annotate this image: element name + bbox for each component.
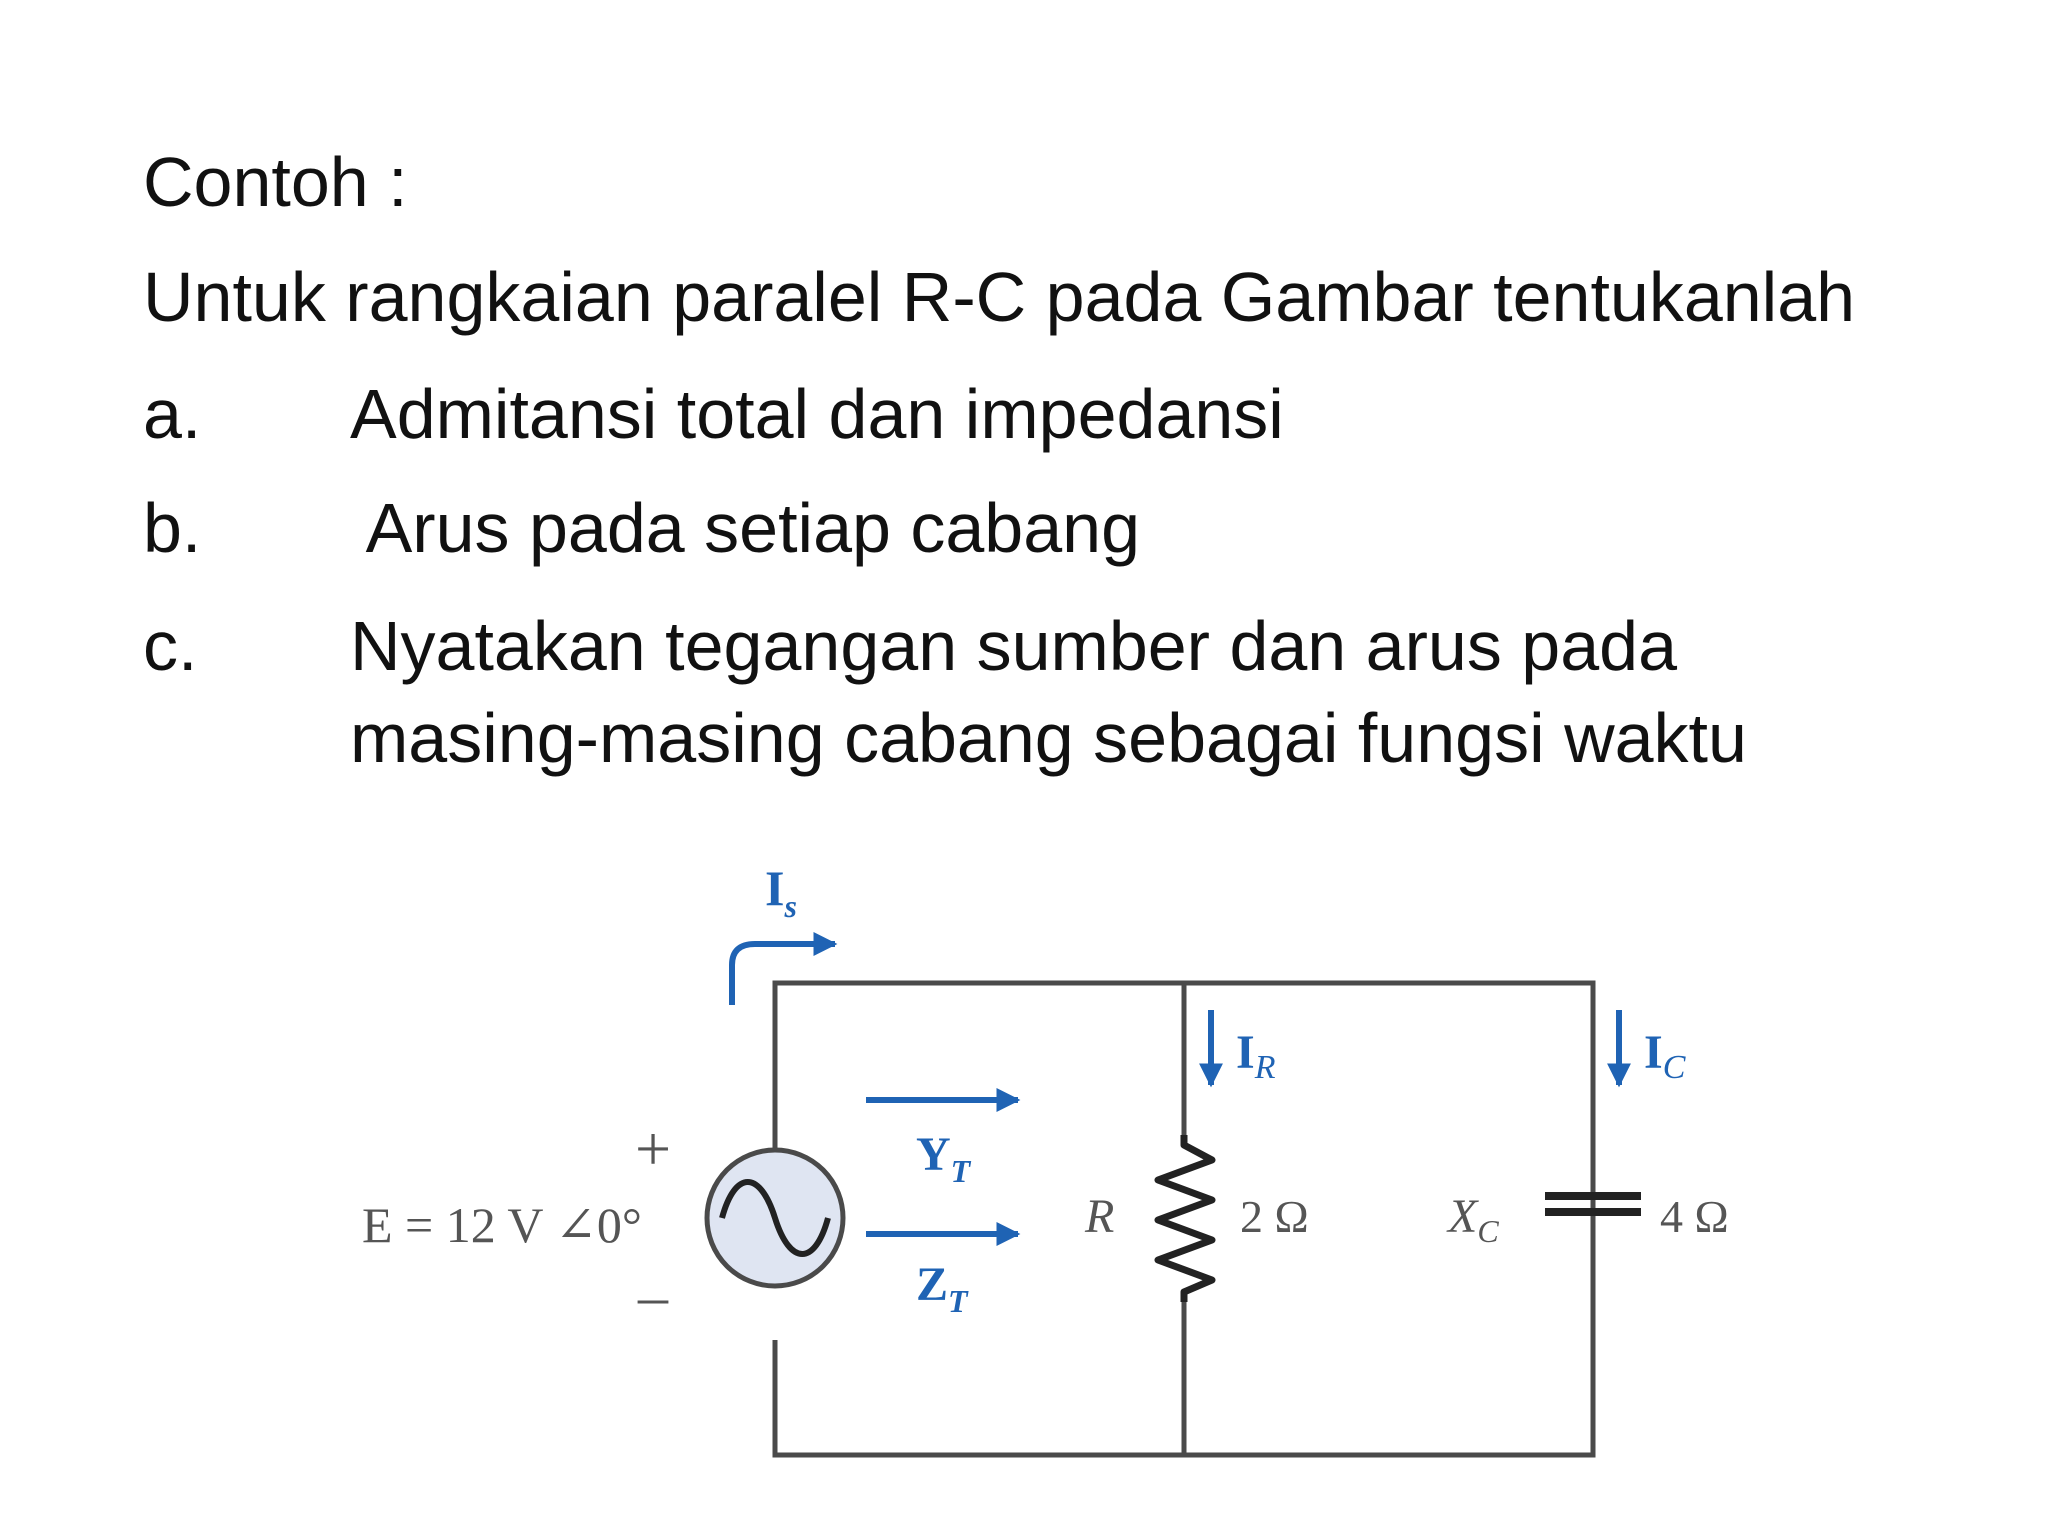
list-marker: c.: [143, 607, 198, 685]
reactance-value-label: 4 Ω: [1660, 1191, 1729, 1242]
heading: Contoh :: [143, 143, 408, 221]
ac-source: [704, 1147, 846, 1289]
list-text: Nyatakan tegangan sumber dan arus pada: [350, 607, 1678, 685]
source-value-label: E = 12 V ∠0°: [362, 1197, 642, 1253]
capacitor-current-label: IC: [1644, 1026, 1686, 1086]
source-current-label: Is: [765, 860, 797, 924]
intro-text: Untuk rangkaian paralel R-C pada Gambar …: [143, 258, 1856, 336]
total-impedance-label: ZT: [916, 1258, 969, 1319]
resistor-symbol: [1154, 1135, 1216, 1302]
list-marker: a.: [143, 375, 202, 453]
list-item-c: c. Nyatakan tegangan sumber dan arus pad…: [143, 604, 1943, 784]
circuit-labels: + – E = 12 V ∠0° Is YT ZT IR IC R 2 Ω XC…: [362, 860, 1729, 1329]
resistor-current-label: IR: [1236, 1026, 1276, 1086]
list-text-continued: masing-masing cabang sebagai fungsi wakt…: [350, 699, 1747, 777]
list-text: Arus pada setiap cabang: [350, 489, 1141, 567]
source-minus-label: –: [637, 1263, 669, 1329]
current-arrows: [729, 932, 1631, 1246]
sine-wave-icon: [719, 1179, 831, 1257]
list-item-a: a. Admitansi total dan impedansi: [143, 372, 1943, 462]
reactance-symbol-label: XC: [1446, 1190, 1499, 1249]
list-text: Admitansi total dan impedansi: [350, 375, 1284, 453]
total-admittance-label: YT: [916, 1128, 972, 1189]
capacitor-symbol: [1545, 1192, 1641, 1216]
source-current-arrow: [729, 932, 838, 1005]
list-item-b: b. Arus pada setiap cabang: [143, 486, 1943, 576]
resistor-value-label: 2 Ω: [1240, 1191, 1309, 1242]
list-marker: b.: [143, 489, 202, 567]
source-plus-label: +: [635, 1113, 671, 1184]
wires: [772, 980, 1596, 1458]
resistor-symbol-label: R: [1084, 1190, 1114, 1243]
